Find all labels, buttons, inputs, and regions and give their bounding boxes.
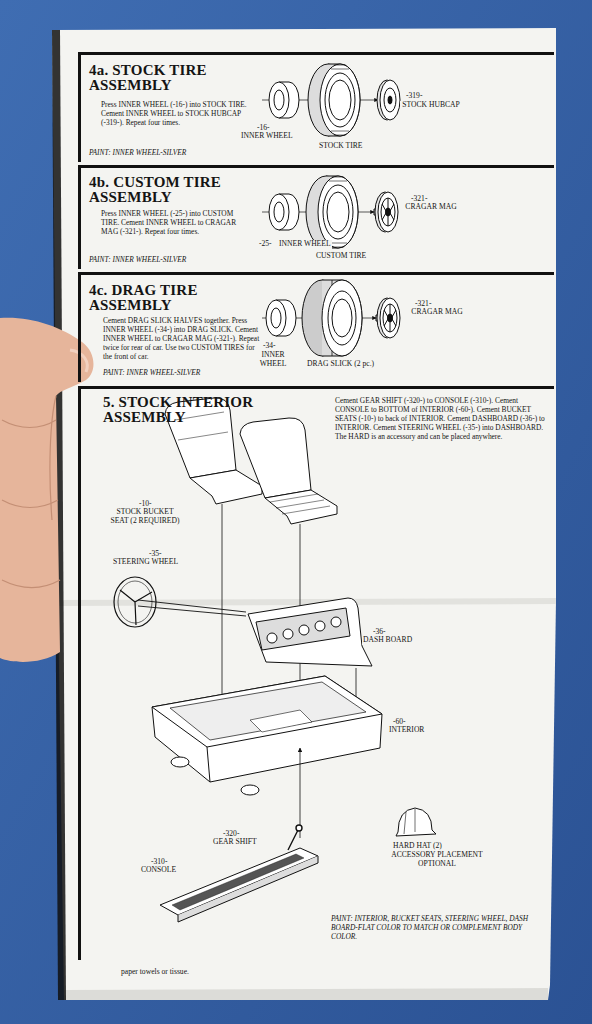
paint-note: PAINT: INNER WHEEL-SILVER (103, 369, 253, 378)
instruction-text: Cement DRAG SLICK HALVES together. Press… (103, 317, 261, 361)
paint-note: PAINT: INNER WHEEL-SILVER (89, 149, 259, 158)
assembly-step-panel: 4a. STOCK TIRE ASSEMBLY Press INNER WHEEL… (78, 52, 554, 162)
part-label: STEERING WHEEL (112, 558, 179, 567)
instruction-text: Cement GEAR SHIFT (-320-) to CONSOLE (-3… (335, 397, 545, 441)
part-label: INNER WHEEL (278, 240, 332, 249)
instruction-text: Press INNER WHEEL (-16-) into STOCK TIRE… (101, 101, 251, 128)
part-label: DASH BOARD (362, 636, 413, 645)
part-label: CRAGAR MAG (400, 203, 462, 212)
part-label: ACCESSORY PLACEMENT OPTIONAL (380, 851, 494, 868)
section-heading: 4c. DRAG TIRE ASSEMBLY (89, 283, 249, 312)
part-label: STOCK HUBCAP (400, 101, 462, 110)
part-label: CRAGAR MAG (406, 308, 468, 317)
paint-note: PAINT: INTERIOR, BUCKET SEATS, STEERING … (331, 915, 546, 942)
part-label: GEAR SHIFT (212, 838, 258, 847)
part-label: STOCK TIRE (318, 142, 363, 151)
callout-number: -25- (258, 240, 273, 249)
part-label: CONSOLE (140, 866, 177, 875)
part-label: INNER WHEEL (240, 132, 294, 141)
paint-note: PAINT: INNER WHEEL-SILVER (89, 256, 259, 265)
part-label: STOCK BUCKET SEAT (2 REQUIRED) (108, 508, 182, 525)
part-label: INNER WHEEL (252, 351, 294, 368)
section-heading: 4b. CUSTOM TIRE ASSEMBLY (89, 175, 259, 204)
instruction-text: Press INNER WHEEL (-25-) into CUSTOM TIR… (101, 210, 251, 237)
section-heading: 4a. STOCK TIRE ASSEMBLY (89, 63, 249, 92)
callout-number: -34- (262, 342, 277, 351)
part-label: DRAG SLICK (2 pc.) (306, 360, 375, 369)
part-label: CUSTOM TIRE (315, 252, 367, 261)
section-heading: 5. STOCK INTERIOR ASSEMBLY (103, 395, 263, 424)
part-label: paper towels or tissue. (120, 968, 190, 977)
part-label: INTERIOR (388, 726, 425, 735)
callout-number: -319- (405, 92, 423, 101)
part-label: HARD HAT (2) (392, 842, 443, 851)
